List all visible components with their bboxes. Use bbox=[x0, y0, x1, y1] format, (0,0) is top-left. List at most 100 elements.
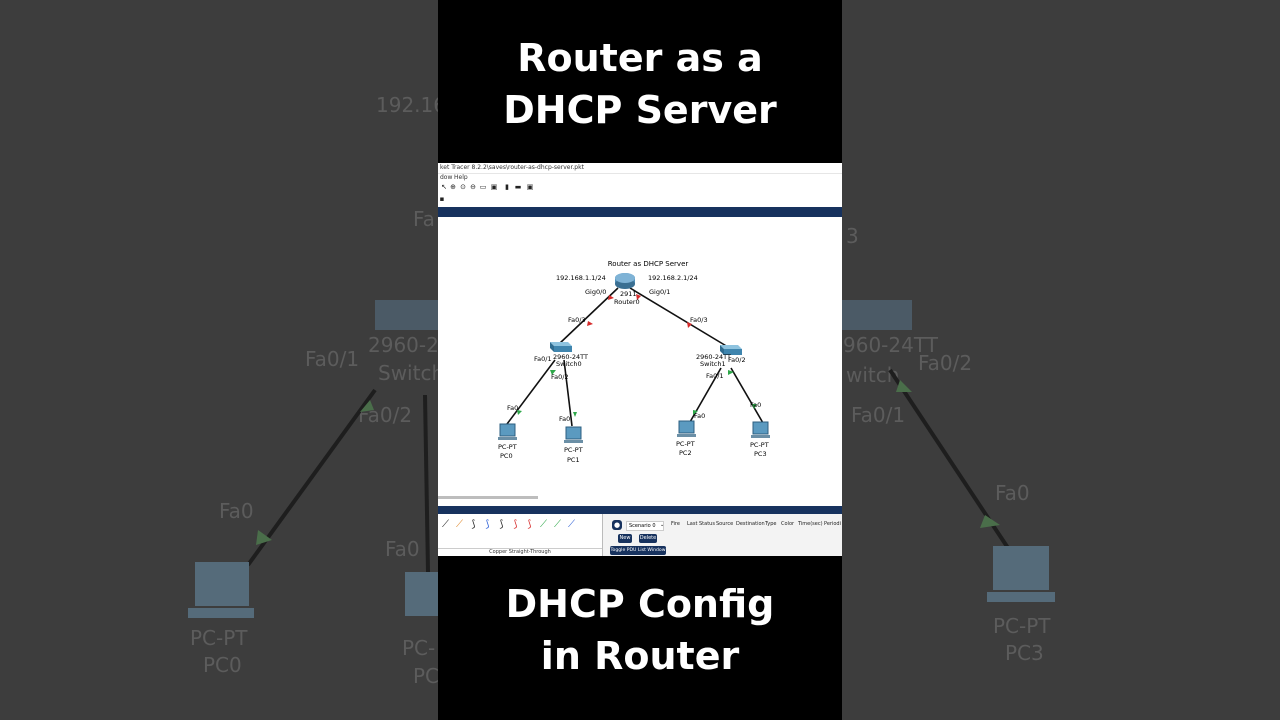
bg-ip-partial: 192.16 bbox=[376, 93, 446, 117]
pointer-icon[interactable]: ↖ bbox=[441, 183, 447, 191]
bg-right-pc-name: PC3 bbox=[1005, 641, 1044, 665]
bg-right-port-fa01: Fa0/1 bbox=[851, 403, 905, 427]
link-indicator-up bbox=[752, 404, 757, 409]
bottom-caption-line2: in Router bbox=[540, 634, 740, 678]
pc3-icon[interactable] bbox=[751, 421, 770, 438]
menu-help[interactable]: Help bbox=[454, 174, 468, 181]
scenario-icon: ● bbox=[612, 520, 622, 530]
save-icon[interactable]: ▪ bbox=[439, 195, 445, 203]
phone-cable-icon[interactable]: ⟆ bbox=[513, 519, 518, 530]
switch0-model: 2960-24TT bbox=[553, 353, 588, 361]
top-caption-line1: Router as a bbox=[517, 36, 763, 80]
bottom-bar bbox=[438, 506, 842, 514]
pc0-port: Fa0 bbox=[507, 404, 518, 412]
straight-cable-icon[interactable]: ⟆ bbox=[471, 519, 476, 530]
new-scenario-button[interactable]: New bbox=[618, 534, 632, 543]
switch1-model: 2960-24TT bbox=[696, 353, 731, 361]
secondary-toolbar: ▪ bbox=[438, 194, 842, 204]
bg-pc-monitor-2 bbox=[405, 572, 438, 616]
bg-pc2-model: PC- bbox=[402, 636, 435, 660]
menu-bar: dow Help bbox=[438, 174, 842, 182]
switch1-name: Switch1 bbox=[700, 360, 726, 368]
col-periodic: Periodi bbox=[824, 521, 841, 527]
workspace-canvas: Router as DHCP Server 192.168.1.1/24 192… bbox=[438, 218, 842, 506]
col-type: Type bbox=[765, 521, 777, 527]
link-indicator-down bbox=[636, 294, 641, 300]
rectangle-icon[interactable]: ▭ bbox=[479, 183, 487, 191]
link-switch0-pc0 bbox=[506, 359, 556, 425]
folder-icon[interactable]: ▬ bbox=[514, 183, 522, 191]
device-icon[interactable]: ▮ bbox=[505, 183, 509, 191]
zoom-in-icon[interactable]: ⊕ bbox=[450, 183, 456, 191]
pc3-name: PC3 bbox=[754, 450, 767, 458]
link-indicator-up bbox=[693, 410, 698, 415]
switch1-uplink: Fa0/3 bbox=[690, 316, 708, 324]
topology-title: Router as DHCP Server bbox=[608, 260, 689, 268]
bg-pc2-port: Fa0 bbox=[385, 537, 420, 561]
link-indicator-up bbox=[550, 370, 556, 375]
col-destination: Destination bbox=[736, 521, 765, 527]
zoom-out-icon[interactable]: ⊖ bbox=[470, 183, 476, 191]
zoom-reset-icon[interactable]: ⊙ bbox=[460, 183, 466, 191]
chevron-down-icon[interactable]: ⌄ bbox=[660, 522, 665, 528]
window-title: ket Tracer 8.2.2\saves\router-as-dhcp-se… bbox=[440, 164, 584, 171]
pc0-icon[interactable] bbox=[498, 423, 517, 440]
switch1-port-b: Fa0/2 bbox=[728, 356, 746, 364]
col-last-status: Last Status bbox=[687, 521, 715, 527]
menu-window[interactable]: dow bbox=[440, 174, 453, 181]
pc2-name: PC2 bbox=[679, 449, 692, 457]
pc1-port: Fa0 bbox=[559, 415, 570, 423]
scenario-select[interactable]: Scenario 0 bbox=[626, 521, 664, 531]
delete-scenario-button[interactable]: Delete bbox=[639, 534, 657, 543]
bottom-caption-line1: DHCP Config bbox=[505, 582, 775, 626]
console-cable-icon[interactable]: ⟋ bbox=[456, 519, 463, 530]
bg-pc2-name: PC bbox=[413, 664, 439, 688]
switch0-port-b: Fa0/2 bbox=[551, 373, 569, 381]
pc1-icon[interactable] bbox=[564, 426, 583, 443]
coaxial-cable-icon[interactable]: ⟆ bbox=[527, 519, 532, 530]
fiber-cable-icon[interactable]: ⟆ bbox=[499, 519, 504, 530]
col-color: Color bbox=[781, 521, 795, 527]
iot-cable-icon[interactable]: ⟋ bbox=[568, 519, 575, 530]
bg-right-port-fa02: Fa0/2 bbox=[918, 351, 972, 375]
bg-pc0-monitor bbox=[195, 562, 249, 606]
custom-device-icon[interactable]: ▣ bbox=[490, 183, 498, 191]
switch0-uplink: Fa0/3 bbox=[568, 316, 586, 324]
switch1-icon[interactable] bbox=[720, 345, 742, 355]
crossover-cable-icon[interactable]: ⟆ bbox=[485, 519, 490, 530]
top-caption: Router as a DHCP Server bbox=[438, 32, 842, 136]
switch0-name: Switch0 bbox=[556, 360, 582, 368]
pc1-model: PC-PT bbox=[564, 446, 583, 454]
router-icon[interactable] bbox=[615, 273, 635, 289]
title-bar: ket Tracer 8.2.2\saves\router-as-dhcp-se… bbox=[438, 163, 842, 174]
serial-cable-icon[interactable]: ⟋ bbox=[540, 519, 547, 530]
router-model: 2911 bbox=[620, 290, 637, 298]
router-right-ip: 192.168.2.1/24 bbox=[648, 274, 698, 282]
bg-right-pc-port: Fa0 bbox=[995, 481, 1030, 505]
horizontal-scrollbar[interactable] bbox=[438, 496, 538, 499]
pc2-icon[interactable] bbox=[677, 420, 696, 437]
auto-cable-icon[interactable]: ⟋ bbox=[442, 519, 449, 530]
link-indicator-down bbox=[687, 322, 692, 328]
link-indicator-up bbox=[517, 410, 522, 415]
usb-cable-icon[interactable]: ⟋ bbox=[554, 519, 561, 530]
bg-switch-right-shape bbox=[842, 300, 912, 330]
router-left-port: Gig0/0 bbox=[585, 288, 606, 296]
bg-switch-left-shape bbox=[375, 300, 438, 330]
screen-icon[interactable]: ▣ bbox=[526, 183, 534, 191]
link-router-switch0 bbox=[558, 287, 619, 345]
switch0-port-a: Fa0/1 bbox=[534, 355, 552, 363]
bg-port-fa01: Fa0/1 bbox=[305, 347, 359, 371]
bg-fa-left: Fa bbox=[413, 207, 435, 231]
toolbar: ↖ ⊕ ⊙ ⊖ ▭ ▣ ▮ ▬ ▣ bbox=[438, 182, 842, 193]
pc3-model: PC-PT bbox=[750, 441, 769, 449]
switch1-port-a: Fa0/1 bbox=[706, 372, 724, 380]
bottom-caption: DHCP Config in Router bbox=[438, 578, 842, 682]
pc3-port: Fa0 bbox=[750, 401, 761, 409]
switch0-icon[interactable] bbox=[550, 342, 572, 352]
pc2-model: PC-PT bbox=[676, 440, 695, 448]
toggle-pdu-list-button[interactable]: Toggle PDU List Window bbox=[610, 546, 666, 555]
col-fire: Fire bbox=[671, 521, 680, 527]
bg-right-switch-name: witch bbox=[846, 363, 899, 387]
bg-pc-port: Fa0 bbox=[219, 499, 254, 523]
